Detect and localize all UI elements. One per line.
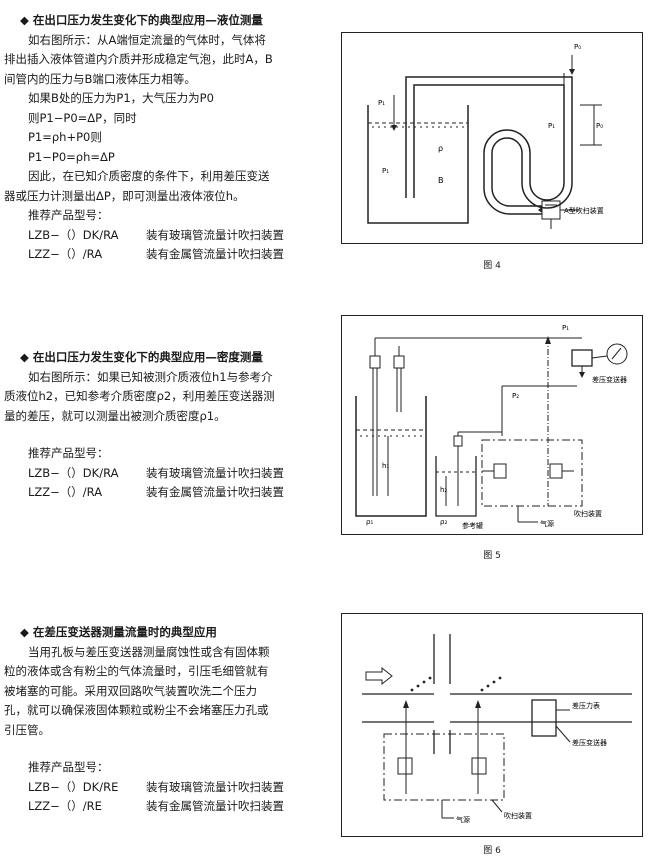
label-air: 气源 (456, 815, 470, 824)
model-desc: 装有玻璃管流量计吹扫装置 (146, 465, 284, 480)
label-h2: h₂ (440, 486, 447, 494)
recommend-heading: 推荐产品型号： (28, 446, 109, 460)
formula-line: P1=ρh+P0则 (28, 130, 102, 144)
section-title: ◆ 在差压变送器测量流量时的典型应用 (20, 625, 217, 639)
paragraph-line: 当用孔板与差压变送器测量腐蚀性或含有固体颗 (28, 644, 270, 659)
model-code: LZB−（）DK/RA (28, 465, 119, 480)
formula-line: 则P1−P0=ΔP，同时 (28, 110, 137, 125)
label-blow: A型吹扫装置 (564, 206, 604, 215)
label-p1: P₁ (562, 324, 569, 332)
model-row: LZB−（）DK/RA 装有玻璃管流量计吹扫装置 (4, 226, 326, 246)
label-pb: P₁ (378, 99, 385, 107)
model-row: LZB−（）DK/RE 装有玻璃管流量计吹扫装置 (4, 778, 326, 798)
label-p2: P₂ (512, 392, 519, 400)
label-blow: 吹扫装置 (574, 509, 602, 518)
paragraph-line: 被堵塞的可能。采用双回路吹气装置吹洗二个压力 (4, 683, 257, 698)
figure-6-flow-diagram: 差压力表 差压变送器 气源 吹扫装置 (341, 613, 643, 837)
model-row: LZB−（）DK/RA 装有玻璃管流量计吹扫装置 (4, 464, 326, 484)
section-level-measurement: ◆ 在出口压力发生变化下的典型应用—液位测量 如右图所示：从A端恒定流量的气体时… (4, 11, 326, 265)
paragraph-line: 器或压力计测量出ΔP，即可测量出液体液位h。 (4, 188, 245, 203)
model-desc: 装有玻璃管流量计吹扫装置 (146, 779, 284, 794)
figure-6-caption: 图 6 (483, 846, 501, 856)
label-ref: 参考罐 (462, 521, 483, 530)
model-row: LZZ−（）/RE 装有金属管流量计吹扫装置 (4, 797, 326, 817)
model-desc: 装有玻璃管流量计吹扫装置 (146, 227, 284, 242)
label-gauge: 差压力表 (572, 701, 600, 710)
paragraph-line: 引压管。 (4, 722, 50, 737)
label-dp: 差压变送器 (592, 375, 627, 384)
figure-5-svg: P₁ P₂ 差压变送器 h₁ h₂ ρ₁ ρ₂ 参考罐 气源 吹扫装置 (355, 324, 628, 530)
model-code: LZZ−（）/RA (28, 485, 103, 499)
model-code: LZB−（）DK/RE (28, 779, 119, 794)
figure-5-density-diagram: P₁ P₂ 差压变送器 h₁ h₂ ρ₁ ρ₂ 参考罐 气源 吹扫装置 (341, 315, 643, 535)
label-p1b: P₁ (382, 167, 389, 175)
model-code: LZZ−（）/RA (28, 247, 103, 261)
model-row: LZZ−（）/RA 装有金属管流量计吹扫装置 (4, 483, 326, 503)
label-p0b: P₀ (596, 122, 603, 130)
formula-line: P1−P0=ρh=ΔP (28, 149, 115, 164)
section-density-measurement: ◆ 在出口压力发生变化下的典型应用—密度测量 如右图所示：如果已知被测介质液位h… (4, 348, 326, 503)
label-h1: h₁ (382, 462, 389, 470)
paragraph-line: 孔，就可以确保液固体颗粒或粉尘不会堵塞压力孔或 (4, 703, 269, 717)
label-rho2: ρ₂ (440, 518, 447, 526)
figure-6-svg: 差压力表 差压变送器 气源 吹扫装置 (362, 634, 632, 824)
model-desc: 装有金属管流量计吹扫装置 (146, 247, 284, 261)
label-rho: ρ (438, 144, 443, 153)
paragraph-line: 排出插入液体管道内介质并形成稳定气泡，此时A，B (4, 52, 273, 66)
paragraph-line: 如右图所示：如果已知被测介质液位h1与参考介 (28, 369, 273, 384)
paragraph-line: 如果B处的压力为P1，大气压力为P0 (28, 91, 214, 105)
section-title: ◆ 在出口压力发生变化下的典型应用—密度测量 (20, 350, 263, 364)
figure-5-caption: 图 5 (483, 551, 501, 561)
label-p0: P₀ (574, 43, 581, 51)
paragraph-line: 粒的液体或含有粉尘的气体流量时，引压毛细管就有 (4, 664, 269, 678)
paragraph-line: 量的差压，就可以测量出被测介质密度ρ1。 (4, 408, 226, 423)
figure-4-svg: P₀ P₀ P₁ P₁ P₁ ρ B A型吹扫装置 (367, 43, 604, 229)
model-code: LZB−（）DK/RA (28, 227, 119, 242)
label-p1: P₁ (548, 122, 555, 130)
paragraph-line: 如右图所示：从A端恒定流量的气体时，气体将 (28, 32, 266, 47)
label-blow: 吹扫装置 (504, 811, 532, 820)
paragraph-line: 间管内的压力与B端口液体压力相等。 (4, 71, 196, 86)
figure-4-caption: 图 4 (483, 261, 501, 271)
recommend-heading: 推荐产品型号： (28, 760, 109, 774)
section-title: ◆ 在出口压力发生变化下的典型应用—液位测量 (20, 13, 263, 27)
figure-4-level-diagram: P₀ P₀ P₁ P₁ P₁ ρ B A型吹扫装置 (341, 32, 643, 244)
label-dp: 差压变送器 (572, 738, 607, 747)
label-air: 气源 (540, 519, 554, 528)
recommend-heading: 推荐产品型号： (28, 208, 109, 222)
model-row: LZZ−（）/RA 装有金属管流量计吹扫装置 (4, 245, 326, 265)
label-b: B (438, 176, 444, 185)
section-flow-measurement: ◆ 在差压变送器测量流量时的典型应用 当用孔板与差压变送器测量腐蚀性或含有固体颗… (4, 623, 326, 817)
paragraph-line: 因此，在已知介质密度的条件下，利用差压变送 (28, 169, 270, 183)
model-desc: 装有金属管流量计吹扫装置 (146, 799, 284, 813)
label-rho1: ρ₁ (366, 518, 373, 526)
paragraph-line: 质液位h2，已知参考介质密度ρ2，利用差压变送器测 (4, 389, 275, 403)
model-desc: 装有金属管流量计吹扫装置 (146, 485, 284, 499)
model-code: LZZ−（）/RE (28, 799, 102, 813)
